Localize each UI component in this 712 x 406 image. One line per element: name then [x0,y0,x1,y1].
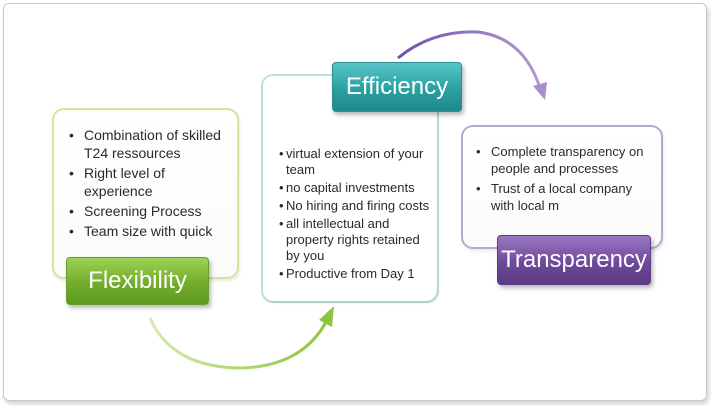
transparency-list: Complete transparency on people and proc… [463,127,661,214]
flexibility-title: Flexibility [88,267,187,294]
flexibility-card: Combination of skilled T24 ressources Ri… [52,108,239,279]
list-item: Trust of a local company with local m [476,180,655,214]
efficiency-title: Efficiency [345,73,449,100]
arrow-flexibility-to-efficiency [148,306,334,370]
list-item: Team size with quick [69,222,229,240]
list-item: No hiring and firing costs [279,198,433,214]
list-item: Screening Process [69,202,229,220]
transparency-title: Transparency [501,246,647,273]
flexibility-list: Combination of skilled T24 ressources Ri… [54,110,237,240]
flexibility-label: Flexibility [66,257,209,305]
list-item: Productive from Day 1 [279,266,433,282]
efficiency-label: Efficiency [332,62,462,112]
list-item: all intellectual and property rights ret… [279,216,433,264]
list-item: virtual extension of your team [279,146,433,178]
list-item: no capital investments [279,180,433,196]
list-item: Right level of experience [69,164,229,200]
efficiency-card: virtual extension of your team no capita… [261,74,439,303]
transparency-label: Transparency [497,235,651,285]
transparency-card: Complete transparency on people and proc… [461,125,663,249]
efficiency-list: virtual extension of your team no capita… [263,76,437,282]
list-item: Complete transparency on people and proc… [476,143,655,177]
arrow-efficiency-to-transparency [397,30,547,100]
list-item: Combination of skilled T24 ressources [69,126,229,162]
